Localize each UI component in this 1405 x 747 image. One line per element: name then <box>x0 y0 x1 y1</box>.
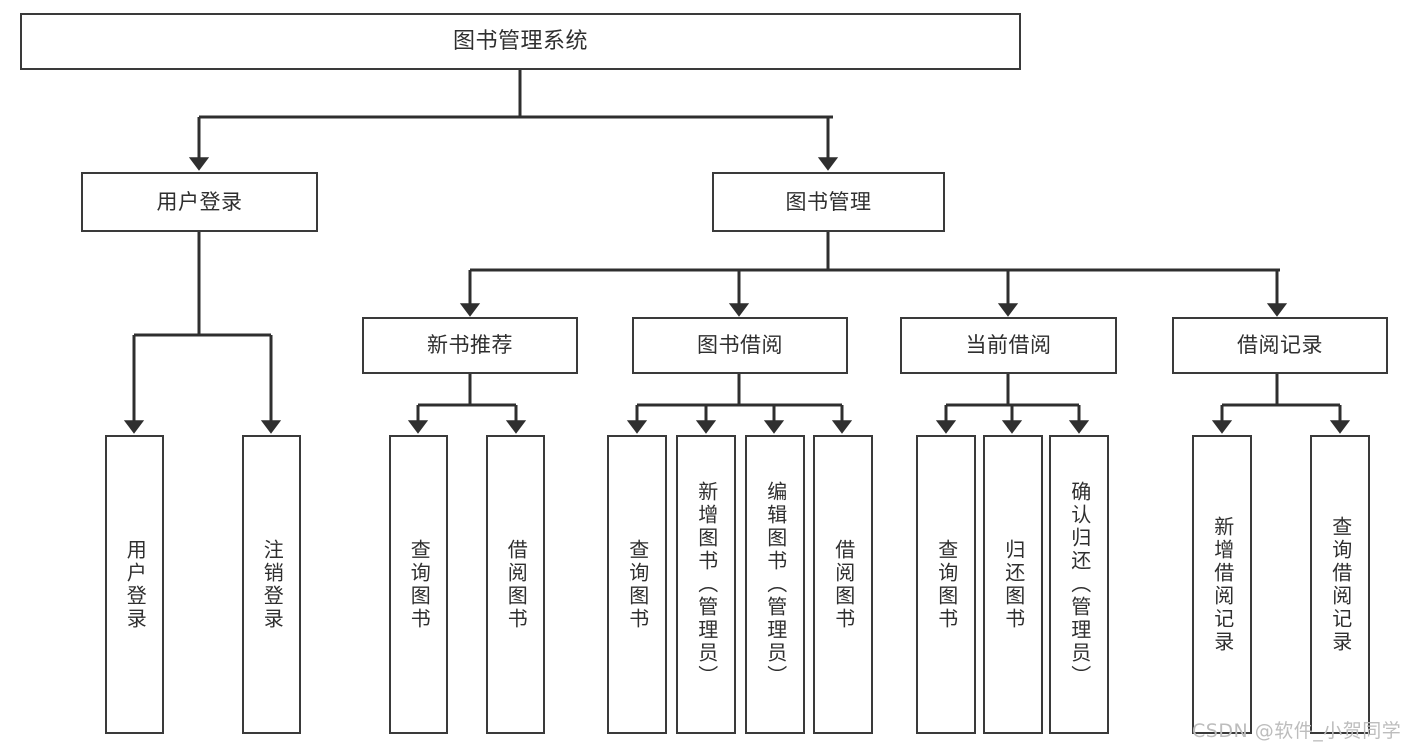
node-leaf-user-login[interactable]: 用户登录 <box>105 435 164 734</box>
node-leaf-borrow-book-2[interactable]: 借阅图书 <box>813 435 873 734</box>
node-book-borrow[interactable]: 图书借阅 <box>632 317 848 374</box>
node-borrow-record[interactable]: 借阅记录 <box>1172 317 1388 374</box>
node-label-leaf-user-login: 用户登录 <box>123 538 148 631</box>
node-leaf-query-record[interactable]: 查询借阅记录 <box>1310 435 1370 734</box>
node-label-user-login: 用户登录 <box>156 189 243 214</box>
node-leaf-logout-login[interactable]: 注销登录 <box>242 435 301 734</box>
node-label-leaf-query-book-2: 查询图书 <box>625 538 650 631</box>
node-label-leaf-query-book-3: 查询图书 <box>934 538 959 631</box>
node-label-leaf-confirm-return: 确认归还（管理员） <box>1067 481 1092 688</box>
node-leaf-query-book-2[interactable]: 查询图书 <box>607 435 667 734</box>
node-leaf-edit-book[interactable]: 编辑图书（管理员） <box>745 435 805 734</box>
node-user-login[interactable]: 用户登录 <box>81 172 318 232</box>
node-label-root: 图书管理系统 <box>452 28 588 54</box>
node-new-book-recommend[interactable]: 新书推荐 <box>362 317 578 374</box>
node-label-leaf-borrow-book-1: 借阅图书 <box>504 538 529 631</box>
node-leaf-confirm-return[interactable]: 确认归还（管理员） <box>1049 435 1109 734</box>
node-leaf-query-book-1[interactable]: 查询图书 <box>389 435 448 734</box>
node-leaf-add-book[interactable]: 新增图书（管理员） <box>676 435 736 734</box>
node-book-management[interactable]: 图书管理 <box>712 172 945 232</box>
node-leaf-query-book-3[interactable]: 查询图书 <box>916 435 976 734</box>
node-label-leaf-query-book-1: 查询图书 <box>407 538 432 631</box>
node-label-leaf-return-book: 归还图书 <box>1001 538 1026 631</box>
node-label-book-management: 图书管理 <box>785 189 872 214</box>
node-label-leaf-add-book: 新增图书（管理员） <box>694 481 719 688</box>
node-label-new-book-recommend: 新书推荐 <box>427 333 513 358</box>
node-label-book-borrow: 图书借阅 <box>697 333 783 358</box>
node-label-leaf-borrow-book-2: 借阅图书 <box>831 538 856 631</box>
node-leaf-return-book[interactable]: 归还图书 <box>983 435 1043 734</box>
node-label-leaf-edit-book: 编辑图书（管理员） <box>763 481 788 688</box>
node-leaf-borrow-book-1[interactable]: 借阅图书 <box>486 435 545 734</box>
node-leaf-add-record[interactable]: 新增借阅记录 <box>1192 435 1252 734</box>
node-label-leaf-logout-login: 注销登录 <box>260 538 285 631</box>
node-label-leaf-add-record: 新增借阅记录 <box>1210 515 1235 654</box>
node-current-borrow[interactable]: 当前借阅 <box>900 317 1117 374</box>
node-label-borrow-record: 借阅记录 <box>1237 333 1323 358</box>
node-label-leaf-query-record: 查询借阅记录 <box>1328 515 1353 654</box>
node-root-system[interactable]: 图书管理系统 <box>20 13 1021 70</box>
node-label-current-borrow: 当前借阅 <box>965 333 1052 358</box>
